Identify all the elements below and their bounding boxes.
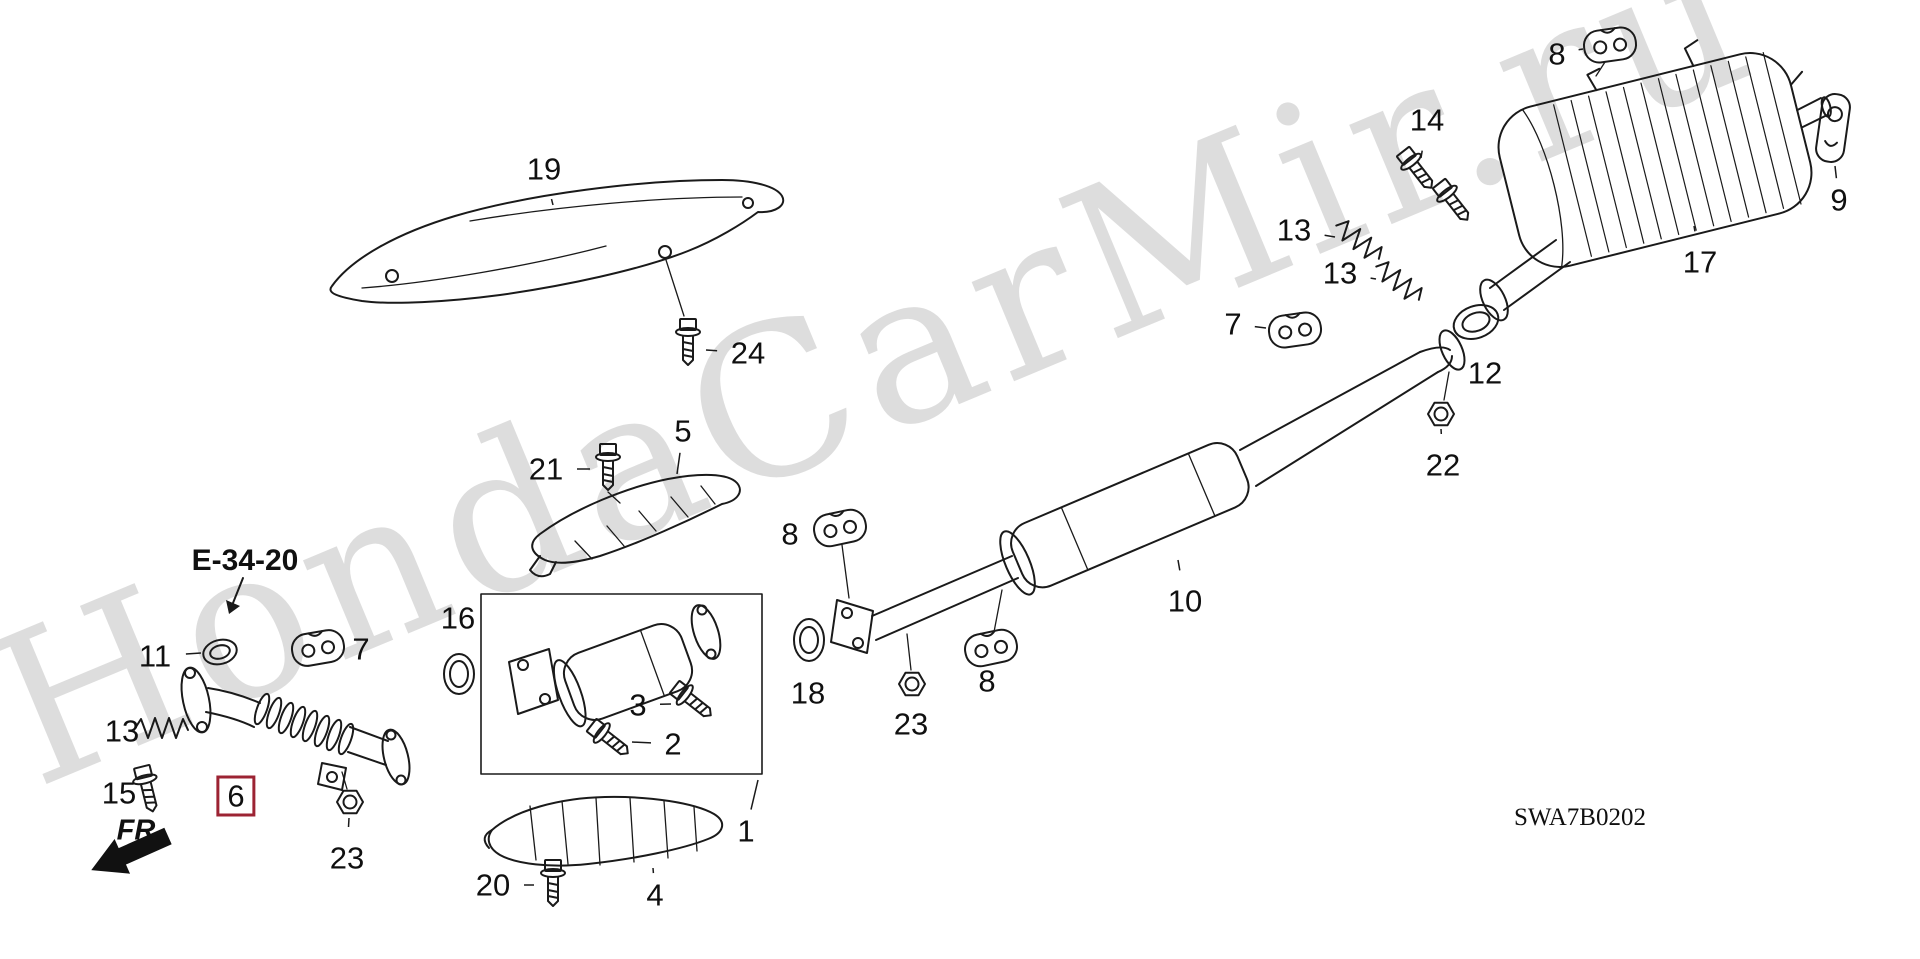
- callout-14[interactable]: 14: [1409, 102, 1445, 138]
- callout-9[interactable]: 9: [1830, 182, 1848, 218]
- leader-line-10: [1177, 559, 1181, 571]
- callout-23[interactable]: 23: [329, 840, 365, 876]
- leader-line-24: [705, 349, 718, 352]
- callout-20[interactable]: 20: [475, 867, 511, 903]
- callout-8[interactable]: 8: [781, 516, 799, 552]
- callout-1[interactable]: 1: [737, 813, 755, 849]
- leader-line-13: [1370, 277, 1377, 280]
- callout-8[interactable]: 8: [978, 663, 996, 699]
- callout-12[interactable]: 12: [1467, 355, 1503, 391]
- part-gasket-16: [443, 653, 475, 695]
- leader-line-19: [550, 198, 554, 206]
- part-gasket-18: [793, 618, 825, 662]
- leader-line-17: [1693, 225, 1696, 232]
- leader-line-8: [1578, 48, 1584, 51]
- part-muffler-17: [1479, 39, 1832, 322]
- leader-line-7: [1254, 325, 1267, 329]
- callout-13[interactable]: 13: [104, 713, 140, 749]
- callout-4[interactable]: 4: [646, 877, 664, 913]
- callout-22[interactable]: 22: [1425, 447, 1461, 483]
- callout-2[interactable]: 2: [664, 726, 682, 762]
- callout-13[interactable]: 13: [1322, 255, 1358, 291]
- callout-17[interactable]: 17: [1682, 244, 1718, 280]
- callout-7[interactable]: 7: [352, 631, 370, 667]
- leader-line-1: [750, 779, 759, 810]
- callout-15[interactable]: 15: [101, 775, 137, 811]
- front-direction-label: FR.: [116, 814, 164, 847]
- callout-3[interactable]: 3: [629, 687, 647, 723]
- part-middle-pipe-10: [830, 329, 1466, 671]
- callout-19[interactable]: 19: [526, 151, 562, 187]
- callout-13[interactable]: 13: [1276, 212, 1312, 248]
- callout-18[interactable]: 18: [790, 675, 826, 711]
- part-gasket-11: [202, 638, 238, 666]
- leader-line-11: [185, 652, 202, 655]
- leader-line-2: [631, 741, 652, 744]
- reference-label[interactable]: E-34-20: [191, 544, 299, 577]
- part-converter-assembly-1: [480, 593, 763, 775]
- diagram-code: SWA7B0202: [1514, 804, 1646, 831]
- leader-line-5: [676, 452, 681, 475]
- callout-11[interactable]: 11: [138, 638, 172, 674]
- callout-5[interactable]: 5: [674, 413, 692, 449]
- part-gasket-12: [1452, 304, 1500, 340]
- callout-10[interactable]: 10: [1167, 583, 1203, 619]
- callout-24[interactable]: 24: [730, 335, 766, 371]
- part-heat-shield-4: [483, 795, 724, 867]
- leader-line-14: [1420, 150, 1423, 159]
- reference-arrow: [232, 577, 244, 604]
- callout-21[interactable]: 21: [528, 451, 564, 487]
- callout-7[interactable]: 7: [1224, 306, 1242, 342]
- part-heat-shield-5: [529, 473, 741, 578]
- leader-line-23: [347, 817, 350, 828]
- part-hanger-9: [1815, 93, 1851, 163]
- callout-6[interactable]: 6: [216, 775, 256, 817]
- callout-23[interactable]: 23: [893, 706, 929, 742]
- leader-line-9: [1834, 165, 1838, 179]
- front-direction-arrow: [91, 827, 172, 874]
- leader-line-13: [1324, 234, 1336, 238]
- part-heat-shield-19: [329, 179, 785, 304]
- callout-16[interactable]: 16: [440, 600, 476, 636]
- callout-8[interactable]: 8: [1548, 36, 1566, 72]
- part-flex-pipe-6: [180, 666, 411, 791]
